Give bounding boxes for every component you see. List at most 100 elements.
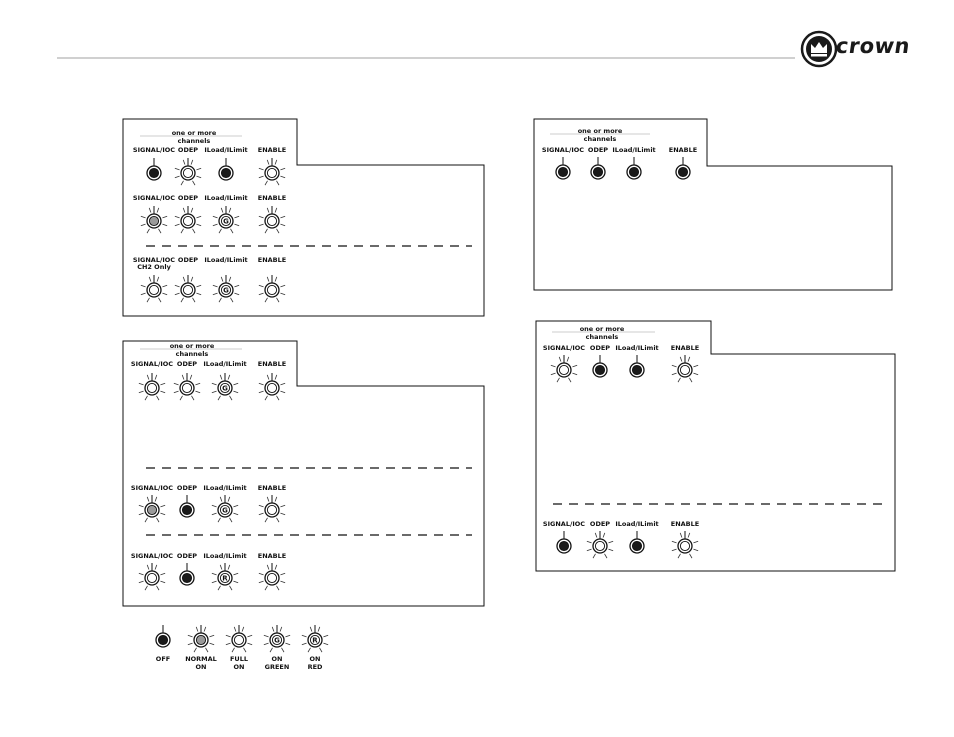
group-header-line2: channels — [584, 135, 617, 143]
enable-led — [258, 206, 286, 234]
crown-logo-icon — [800, 30, 838, 68]
enable-label: ENABLE — [258, 146, 286, 154]
odep-label: ODEP — [178, 146, 198, 154]
signal-ioc-label: SIGNAL/IOC — [131, 484, 173, 492]
odep-label: ODEP — [177, 484, 197, 492]
odep-led — [592, 355, 608, 378]
iload-led: G — [211, 373, 239, 401]
group-header-line2: channels — [178, 137, 211, 145]
signal-led — [138, 495, 166, 523]
ch2-only-label: CH2 Only — [137, 263, 171, 271]
enable-label: ENABLE — [258, 552, 286, 560]
signal-ioc-label: SIGNAL/IOC — [543, 344, 585, 352]
enable-led — [671, 531, 699, 559]
legend-label-line2: GREEN — [265, 663, 290, 671]
legend-label-line1: NORMAL — [185, 655, 217, 663]
iload-limit-label: ILoad/ILimit — [615, 520, 658, 528]
legend-item-off: OFF — [155, 625, 171, 663]
legend-led-full — [225, 625, 253, 653]
iload-led: G — [211, 495, 239, 523]
iload-led — [626, 157, 642, 180]
iload-led: R — [211, 563, 239, 591]
enable-label: ENABLE — [258, 484, 286, 492]
signal-led — [556, 531, 572, 554]
signal-ioc-label: SIGNAL/IOC — [543, 520, 585, 528]
iload-led — [629, 355, 645, 378]
odep-led — [174, 158, 202, 186]
enable-label: ENABLE — [671, 344, 699, 352]
led-letter: G — [223, 218, 229, 226]
panel-d-frame — [535, 320, 896, 572]
iload-limit-label: ILoad/ILimit — [203, 484, 246, 492]
enable-label: ENABLE — [258, 360, 286, 368]
iload-limit-label: ILoad/ILimit — [615, 344, 658, 352]
iload-limit-label: ILoad/ILimit — [204, 146, 247, 154]
led-letter: R — [312, 637, 318, 645]
group-header-line2: channels — [586, 333, 619, 341]
panel-c-frame — [533, 118, 893, 291]
enable-label: ENABLE — [669, 146, 697, 154]
led-letter: R — [222, 575, 228, 583]
group-header-line1: one or more — [170, 342, 215, 350]
iload-limit-label: ILoad/ILimit — [203, 552, 246, 560]
signal-led — [138, 563, 166, 591]
legend-label-line2: RED — [308, 663, 323, 671]
signal-ioc-label: SIGNAL/IOC — [133, 256, 175, 264]
enable-label: ENABLE — [671, 520, 699, 528]
enable-led — [258, 158, 286, 186]
led-letter: G — [274, 637, 280, 645]
odep-led — [174, 206, 202, 234]
odep-led — [174, 275, 202, 303]
odep-led — [179, 563, 195, 586]
group-header-line2: channels — [176, 350, 209, 358]
odep-label: ODEP — [590, 344, 610, 352]
legend-label-line2: ON — [234, 663, 245, 671]
odep-label: ODEP — [588, 146, 608, 154]
signal-ioc-label: SIGNAL/IOC — [133, 146, 175, 154]
enable-label: ENABLE — [258, 256, 286, 264]
group-header-line1: one or more — [172, 129, 217, 137]
iload-limit-label: ILoad/ILimit — [204, 194, 247, 202]
odep-led — [179, 495, 195, 518]
group-header-line1: one or more — [580, 325, 625, 333]
odep-led — [586, 531, 614, 559]
legend-led-normal — [187, 625, 215, 653]
signal-led — [140, 206, 168, 234]
odep-label: ODEP — [178, 256, 198, 264]
enable-led — [258, 275, 286, 303]
odep-label: ODEP — [177, 552, 197, 560]
odep-label: ODEP — [590, 520, 610, 528]
enable-led — [258, 495, 286, 523]
odep-led — [173, 373, 201, 401]
legend-led-red: R — [301, 625, 329, 653]
signal-ioc-label: SIGNAL/IOC — [131, 552, 173, 560]
panel-b-frame — [122, 340, 485, 607]
legend-label-line1: ON — [272, 655, 283, 663]
odep-label: ODEP — [178, 194, 198, 202]
signal-led — [550, 355, 578, 383]
legend-label-line1: OFF — [156, 655, 170, 663]
signal-ioc-label: SIGNAL/IOC — [542, 146, 584, 154]
iload-led — [629, 531, 645, 554]
header-rule — [57, 57, 795, 59]
enable-led — [258, 563, 286, 591]
enable-led — [671, 355, 699, 383]
iload-led — [218, 158, 234, 181]
led-letter: G — [222, 507, 228, 515]
iload-led: G — [212, 206, 240, 234]
iload-limit-label: ILoad/ILimit — [203, 360, 246, 368]
legend-label-line2: ON — [196, 663, 207, 671]
iload-limit-label: ILoad/ILimit — [612, 146, 655, 154]
led-letter: G — [222, 385, 228, 393]
signal-ioc-label: SIGNAL/IOC — [131, 360, 173, 368]
led-letter: G — [223, 287, 229, 295]
